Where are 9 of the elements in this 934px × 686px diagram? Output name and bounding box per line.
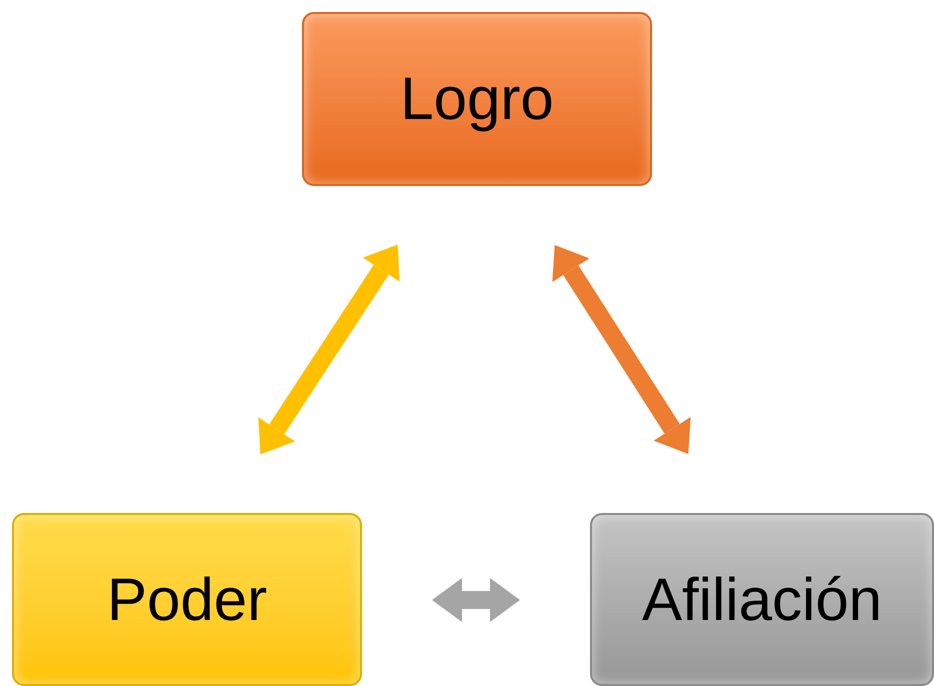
double-arrow [258, 244, 400, 454]
box-label: Poder [106, 570, 268, 630]
concept-box [12, 513, 362, 686]
box-label: Logro [400, 69, 554, 129]
double-arrow [552, 244, 691, 454]
concept-box [302, 12, 652, 186]
double-arrow [432, 578, 520, 622]
concept-box [590, 513, 934, 686]
box-label: Afiliación [642, 570, 882, 630]
